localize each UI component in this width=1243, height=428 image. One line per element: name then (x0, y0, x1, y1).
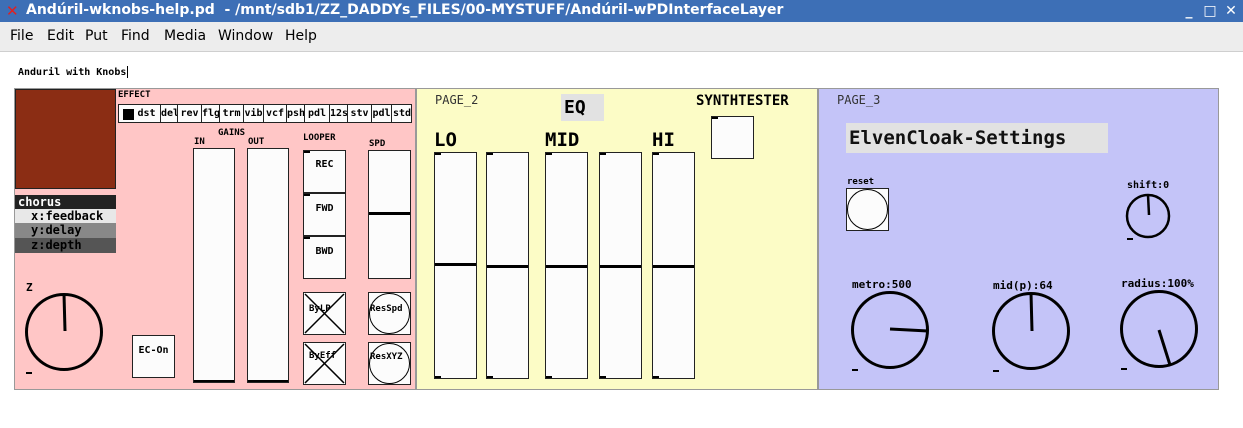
menu-edit[interactable]: Edit (47, 28, 75, 44)
settings-title: ElvenCloak-Settings (846, 123, 1108, 153)
shift-knob-tick (1127, 238, 1133, 240)
effect-selected-marker (123, 109, 134, 120)
menu-find[interactable]: Find (121, 28, 150, 44)
ec-on-button[interactable]: EC-On (132, 335, 175, 378)
menu-window[interactable]: Window (218, 28, 274, 44)
in-gain-slider[interactable] (193, 148, 235, 383)
bylp-label: ByLP (309, 304, 331, 314)
z-knob[interactable] (24, 292, 104, 372)
minimize-button[interactable]: _ (1185, 3, 1193, 19)
reset-bang[interactable] (846, 188, 889, 231)
title-bar: ✕ Andúril-wknobs-help.pd - /mnt/sdb1/ZZ_… (0, 0, 1243, 22)
mid-p-knob[interactable] (991, 291, 1071, 371)
x-param-label: x:feedback (15, 209, 116, 223)
xy-pad[interactable] (15, 89, 116, 189)
z-param-label: z:depth (15, 238, 116, 253)
lo-slider-1[interactable] (434, 152, 477, 379)
shift-label: shift:0 (1127, 180, 1170, 191)
effect-pdl-2[interactable]: pdl (372, 105, 392, 123)
mid-slider-1[interactable] (545, 152, 588, 379)
effect-selector[interactable]: dst del rev flg trm vib vcf psh pdl 12s … (118, 104, 412, 123)
z-label: Z (26, 281, 33, 294)
hi-label: HI (652, 129, 675, 151)
page-3-title: PAGE_3 (837, 93, 881, 107)
maximize-button[interactable]: □ (1203, 3, 1217, 19)
app-icon: ✕ (6, 2, 19, 20)
menu-put[interactable]: Put (85, 28, 108, 44)
radius-knob[interactable] (1119, 289, 1199, 369)
metro-knob-tick (852, 369, 858, 371)
byeff-label: ByEff (309, 351, 337, 361)
radius-label: radius:100% (1121, 277, 1194, 290)
patch-canvas[interactable]: Anduril with Knobs chorus x:feedback y:d… (0, 53, 1243, 428)
z-knob-tick (26, 372, 32, 374)
resspd-bang[interactable] (368, 292, 411, 335)
effect-stv[interactable]: stv (348, 105, 372, 123)
radius-knob-tick (1121, 368, 1127, 370)
lo-slider-2[interactable] (486, 152, 529, 379)
metro-label: metro:500 (852, 278, 912, 291)
effect-std[interactable]: std (392, 108, 412, 119)
menu-file[interactable]: File (10, 28, 34, 44)
eq-label: EQ (561, 94, 604, 121)
lo-label: LO (434, 129, 457, 151)
effect-psh[interactable]: psh (287, 105, 305, 123)
spd-label: SPD (369, 139, 386, 149)
y-param-label: y:delay (15, 223, 116, 238)
fwd-button[interactable]: FWD (303, 193, 346, 236)
resxyz-bang[interactable] (368, 342, 411, 385)
gains-label: GAINS (218, 128, 246, 138)
page-2-title: PAGE_2 (435, 93, 479, 107)
mid-p-label: mid(p):64 (993, 279, 1053, 292)
effect-pdl[interactable]: pdl (305, 105, 330, 123)
mid-label: MID (545, 129, 580, 151)
byeff-toggle[interactable] (303, 342, 346, 385)
chorus-label: chorus (15, 195, 116, 210)
menu-help[interactable]: Help (285, 28, 317, 44)
patch-comment[interactable]: Anduril with Knobs (18, 66, 129, 78)
menu-bar: File Edit Put Find Media Window Help (0, 22, 1243, 52)
shift-knob[interactable] (1125, 193, 1171, 239)
speed-slider[interactable] (368, 150, 411, 279)
synthtester-label: SYNTHTESTER (696, 93, 789, 109)
effect-flg[interactable]: flg (202, 105, 220, 123)
looper-label: LOOPER (303, 133, 336, 143)
out-gain-slider[interactable] (247, 148, 289, 383)
bylp-toggle[interactable] (303, 292, 346, 335)
mid-p-knob-tick (993, 370, 999, 372)
effect-vcf[interactable]: vcf (264, 105, 287, 123)
out-label: OUT (248, 137, 265, 147)
synthtester-toggle[interactable] (711, 116, 754, 159)
effect-vib[interactable]: vib (244, 105, 264, 123)
mid-slider-2[interactable] (599, 152, 642, 379)
effect-rev[interactable]: rev (178, 105, 202, 123)
resxyz-label: ResXYZ (370, 352, 403, 362)
window-title: Andúril-wknobs-help.pd - /mnt/sdb1/ZZ_DA… (26, 2, 784, 18)
hi-slider[interactable] (652, 152, 695, 379)
bwd-button[interactable]: BWD (303, 236, 346, 279)
effect-trm[interactable]: trm (220, 105, 244, 123)
rec-button[interactable]: REC (303, 150, 346, 193)
in-label: IN (194, 137, 205, 147)
menu-media[interactable]: Media (164, 28, 207, 44)
effect-del[interactable]: del (161, 105, 178, 123)
effect-dst[interactable]: dst (133, 105, 161, 123)
reset-label: reset (847, 177, 875, 187)
effect-12s[interactable]: 12s (330, 105, 348, 123)
metro-knob[interactable] (850, 290, 930, 370)
close-button[interactable]: ✕ (1225, 3, 1237, 19)
effect-label: EFFECT (118, 90, 151, 100)
resspd-label: ResSpd (370, 304, 403, 314)
